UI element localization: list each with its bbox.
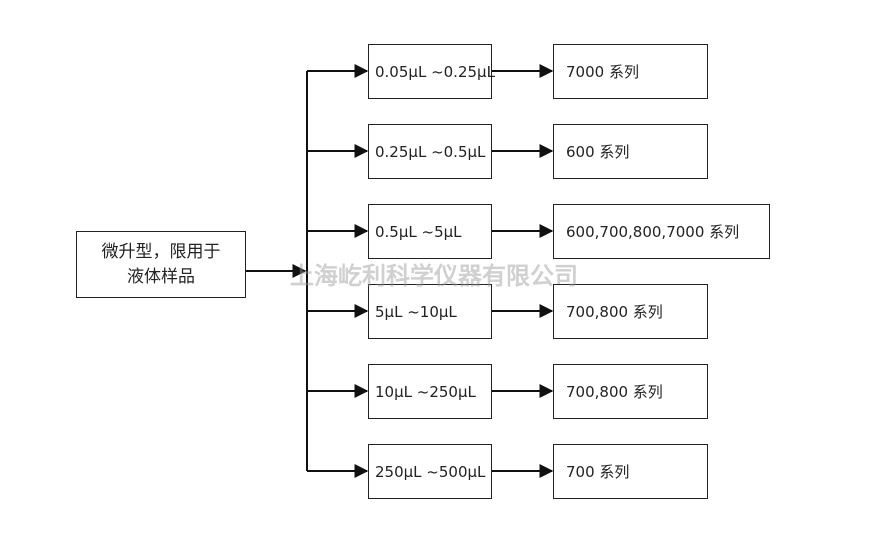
range-node: 0.5μL ~5μL — [368, 204, 492, 259]
range-node: 5μL ~10μL — [368, 284, 492, 339]
range-label: 0.05μL ~0.25μL — [375, 62, 495, 81]
series-label: 600 系列 — [566, 143, 630, 161]
range-node: 0.05μL ~0.25μL — [368, 44, 495, 99]
series-node: 600 系列 — [553, 124, 708, 179]
range-label: 5μL ~10μL — [375, 302, 457, 321]
series-node: 700,800 系列 — [553, 284, 708, 339]
range-node: 10μL ~250μL — [368, 364, 492, 419]
range-node: 0.25μL ~0.5μL — [368, 124, 492, 179]
root-label-line2: 液体样品 — [127, 266, 195, 287]
series-node: 600,700,800,7000 系列 — [553, 204, 770, 259]
series-label: 700,800 系列 — [566, 383, 663, 401]
root-node: 微升型，限用于 液体样品 — [76, 231, 246, 298]
series-label: 7000 系列 — [566, 63, 639, 81]
range-label: 0.5μL ~5μL — [375, 222, 462, 241]
series-node: 700 系列 — [553, 444, 708, 499]
series-label: 700 系列 — [566, 463, 630, 481]
range-label: 250μL ~500μL — [375, 462, 486, 481]
series-node: 7000 系列 — [553, 44, 708, 99]
range-label: 0.25μL ~0.5μL — [375, 142, 486, 161]
range-node: 250μL ~500μL — [368, 444, 492, 499]
range-label: 10μL ~250μL — [375, 382, 476, 401]
root-label-line1: 微升型，限用于 — [101, 241, 221, 262]
series-node: 700,800 系列 — [553, 364, 708, 419]
watermark-text: 上海屹利科学仪器有限公司 — [290, 262, 578, 290]
series-label: 600,700,800,7000 系列 — [566, 223, 740, 241]
series-label: 700,800 系列 — [566, 303, 663, 321]
